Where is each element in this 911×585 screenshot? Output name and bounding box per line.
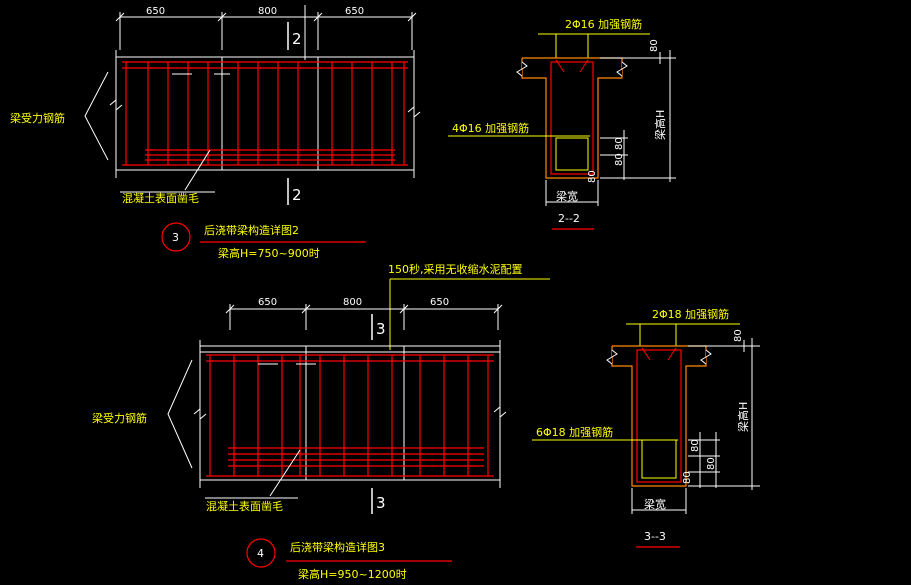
detail-2-dim-left: 650 — [146, 6, 165, 17]
section-2-height-dimension — [600, 50, 676, 182]
detail-2-number-circle — [161, 222, 191, 252]
section-2-section-label: 2--2 — [558, 212, 580, 225]
detail-2-title: 后浇带梁构造详图2 — [204, 223, 299, 237]
section-3-top-rebar-label: 2Φ18 加强钢筋 — [652, 307, 729, 321]
section-2-dim-80-bottom: 80 — [587, 170, 598, 183]
section-3-section-label: 3--3 — [644, 530, 666, 543]
section-3-dim-80-top: 80 — [733, 329, 744, 342]
section-3-dim-80-c: 80 — [682, 471, 693, 484]
detail-3-side-label: 梁受力钢筋 — [92, 411, 147, 425]
detail-2-subtitle: 梁高H=750~900时 — [218, 246, 320, 260]
section-3-dim-80-b: 80 — [706, 457, 717, 470]
section-3-stirrup — [636, 349, 682, 483]
detail-3-cut-label-bottom: 3 — [376, 494, 386, 512]
detail-2-circle-number: 3 — [172, 231, 179, 244]
detail-2-dim-right: 650 — [345, 6, 364, 17]
detail-2-side-label: 梁受力钢筋 — [10, 111, 65, 125]
section-2-dim-80-a: 80 — [614, 137, 625, 150]
section-2-concrete-outline — [521, 57, 623, 179]
detail-3-circle-number: 4 — [257, 547, 264, 560]
section-2-side-rebar-label: 4Φ16 加强钢筋 — [452, 121, 529, 135]
section-3-3: 2Φ18 加强钢筋 6Φ18 加强钢筋 80 80 80 — [532, 307, 760, 548]
section-2-break-marks — [516, 61, 628, 77]
detail-3-dim-right: 650 — [430, 297, 449, 308]
section-2-dim-80-top: 80 — [649, 39, 660, 52]
detail-3-subtitle: 梁高H=950~1200时 — [298, 567, 407, 581]
detail-3-beam-outline — [193, 340, 507, 488]
detail-3-dim-left: 650 — [258, 297, 277, 308]
section-2-dim-80-b: 80 — [614, 153, 625, 166]
section-2-width-label: 梁宽 — [556, 189, 578, 203]
detail-2-cut-label-top: 2 — [292, 30, 302, 48]
detail-3-bottom-note: 混凝土表面凿毛 — [206, 499, 283, 513]
detail-3-rebar — [206, 354, 494, 477]
section-2-stirrup — [550, 61, 594, 175]
detail-2-beam-outline — [109, 50, 421, 178]
detail-3-side-leader — [167, 359, 193, 469]
section-3-dim-80-a: 80 — [690, 439, 701, 452]
detail-2-bottom-note: 混凝土表面凿毛 — [122, 191, 199, 205]
section-3-width-dimension — [631, 488, 687, 514]
detail-3-number-circle — [246, 538, 276, 568]
section-2-width-dimension — [545, 180, 599, 206]
detail-2-dimension-line — [115, 12, 417, 50]
section-3-width-label: 梁宽 — [644, 497, 666, 511]
section-2-height-label: 梁高H — [653, 110, 667, 140]
detail-3-top-note: 150秒,采用无收缩水泥配置 — [388, 262, 523, 276]
section-3-bottom-rebar-box — [641, 439, 677, 479]
detail-2-dim-mid: 800 — [258, 6, 277, 17]
detail-2-cut-label-bottom: 2 — [292, 186, 302, 204]
section-3-height-dimension — [688, 338, 760, 490]
section-3-break-marks — [606, 349, 712, 365]
detail-2-side-leader — [84, 71, 109, 161]
detail-2-elevation: 650 800 650 2 — [10, 5, 421, 260]
detail-2-rebar — [122, 61, 408, 166]
section-2-bottom-rebar-box — [555, 137, 589, 171]
detail-3-dim-mid: 800 — [343, 297, 362, 308]
detail-3-cut-label-top: 3 — [376, 320, 386, 338]
section-2-2: 2Φ16 加强钢筋 4Φ16 加强钢筋 80 80 — [448, 17, 676, 230]
section-2-top-rebar-label: 2Φ16 加强钢筋 — [565, 17, 642, 31]
detail-3-elevation: 150秒,采用无收缩水泥配置 650 800 650 3 — [92, 262, 550, 581]
section-3-height-label: 梁高H — [736, 402, 750, 432]
detail-3-dimension-line — [225, 304, 503, 330]
detail-3-title: 后浇带梁构造详图3 — [290, 540, 385, 554]
section-3-concrete-outline — [611, 345, 707, 487]
section-3-side-rebar-label: 6Φ18 加强钢筋 — [536, 425, 613, 439]
